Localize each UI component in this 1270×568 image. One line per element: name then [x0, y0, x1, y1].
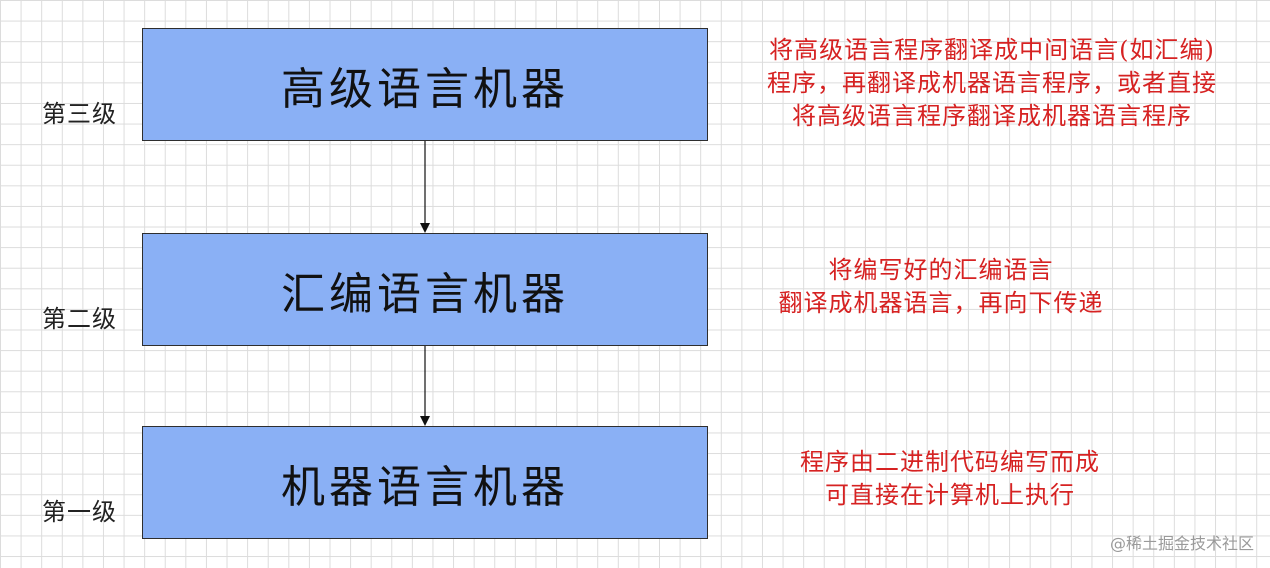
box-label-assembly: 汇编语言机器: [281, 268, 569, 320]
box-label-machine: 机器语言机器: [281, 461, 569, 513]
level-label-second: 第二级: [42, 305, 117, 333]
watermark: @稀土掘金技术社区: [1109, 534, 1254, 553]
note-high-level-line-3: 将高级语言程序翻译成机器语言程序: [792, 102, 1192, 130]
level-label-third: 第三级: [42, 100, 117, 128]
note-machine: 程序由二进制代码编写而成 可直接在计算机上执行: [720, 446, 1180, 512]
box-assembly-language-machine: 汇编语言机器: [142, 233, 708, 346]
box-label-high-level: 高级语言机器: [281, 63, 569, 115]
level-label-first: 第一级: [42, 498, 117, 526]
note-high-level-line-2: 程序，再翻译成机器语言程序，或者直接: [767, 69, 1217, 97]
box-machine-language-machine: 机器语言机器: [142, 426, 708, 539]
note-high-level: 将高级语言程序翻译成中间语言(如汇编) 程序，再翻译成机器语言程序，或者直接 将…: [718, 34, 1266, 133]
note-assembly-line-1: 将编写好的汇编语言: [828, 256, 1054, 284]
box-high-level-language-machine: 高级语言机器: [142, 28, 708, 141]
note-assembly: 将编写好的汇编语言 翻译成机器语言，再向下传递: [716, 254, 1166, 320]
note-machine-line-2: 可直接在计算机上执行: [825, 481, 1075, 509]
note-assembly-line-2: 翻译成机器语言，再向下传递: [778, 289, 1104, 317]
note-machine-line-1: 程序由二进制代码编写而成: [800, 448, 1100, 476]
note-high-level-line-1: 将高级语言程序翻译成中间语言(如汇编): [769, 36, 1215, 64]
